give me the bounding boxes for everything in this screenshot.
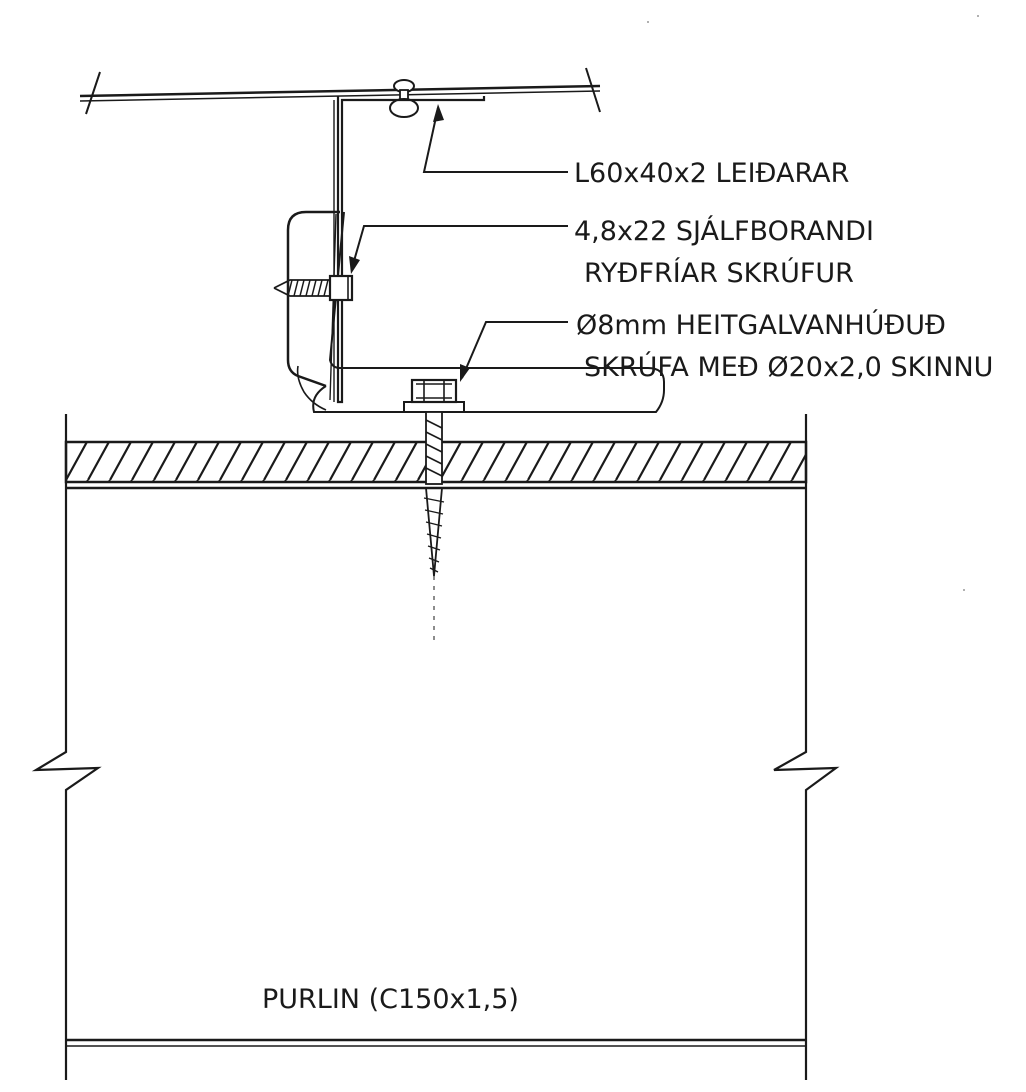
hex-bolt [403,378,465,413]
scan-marks [647,15,979,591]
self-drilling-label-line1: 4,8x22 SJÁLFBORANDI [574,215,874,247]
self-drilling-label-line2: RYÐFRÍAR SKRÚFUR [584,257,854,289]
screw-shank [423,411,445,640]
purlin-bottom-flange [66,1038,806,1047]
roof-sheet [79,67,601,115]
galv-screw-leader [460,321,568,382]
l-angle-guide [333,96,486,404]
guide-leader [422,104,568,173]
purlin-label: PURLIN (C150x1,5) [262,984,519,1015]
self-drilling-screw [273,274,354,302]
guide-label: L60x40x2 LEIÐARAR [574,158,849,189]
galv-screw-label-line2: SKRÚFA MEÐ Ø20x2,0 SKINNU [584,351,993,383]
self-drilling-leader [349,225,568,274]
galv-screw-label-line1: Ø8mm HEITGALVANHÚÐUÐ [576,309,946,341]
purlin-webs [31,414,840,1080]
rivet [389,79,419,118]
